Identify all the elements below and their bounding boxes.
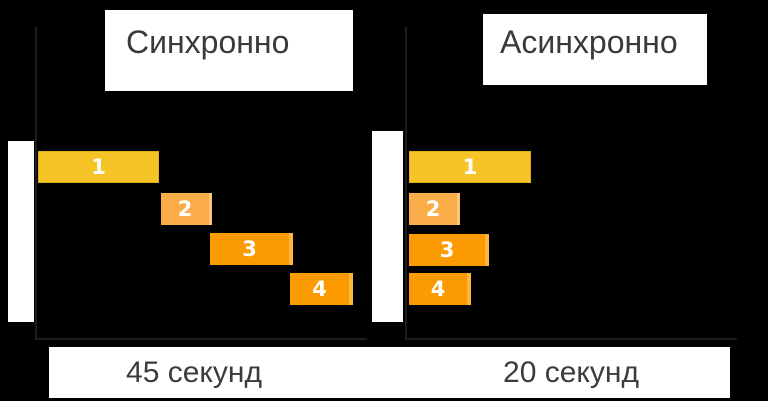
async-x-axis-line (405, 338, 737, 340)
async-task-bar-2: 2 (409, 193, 460, 225)
duration-strip: 45 секунд 20 секунд (49, 347, 730, 398)
async-task-bar-1: 1 (409, 151, 531, 183)
async-task-bar-3: 3 (409, 234, 489, 266)
sync-duration-caption: 45 секунд (126, 355, 262, 389)
sync-task-bar-1: 1 (38, 151, 159, 183)
sync-task-bar-4: 4 (290, 273, 353, 305)
task-label: 1 (462, 155, 478, 179)
async-title: Асинхронно (500, 24, 678, 60)
sync-y-axis-bar (8, 141, 34, 322)
sync-task-bar-2: 2 (161, 193, 212, 225)
async-y-axis-line (405, 27, 407, 340)
sync-task-bar-3: 3 (210, 233, 293, 265)
sync-title-box: Синхронно (105, 10, 353, 91)
task-label: 2 (425, 197, 441, 221)
task-label: 4 (312, 277, 327, 301)
task-label: 3 (242, 237, 257, 261)
sync-y-axis-line (35, 27, 37, 340)
sync-x-axis-line (35, 338, 367, 340)
async-duration-caption: 20 секунд (503, 355, 639, 389)
task-label: 1 (91, 155, 106, 179)
async-y-axis-bar (372, 131, 403, 322)
async-task-bar-4: 4 (409, 273, 471, 305)
task-label: 3 (439, 238, 455, 262)
async-title-box: Асинхронно (483, 14, 707, 85)
task-label: 4 (430, 277, 446, 301)
task-label: 2 (177, 197, 193, 221)
sync-title: Синхронно (126, 24, 290, 60)
